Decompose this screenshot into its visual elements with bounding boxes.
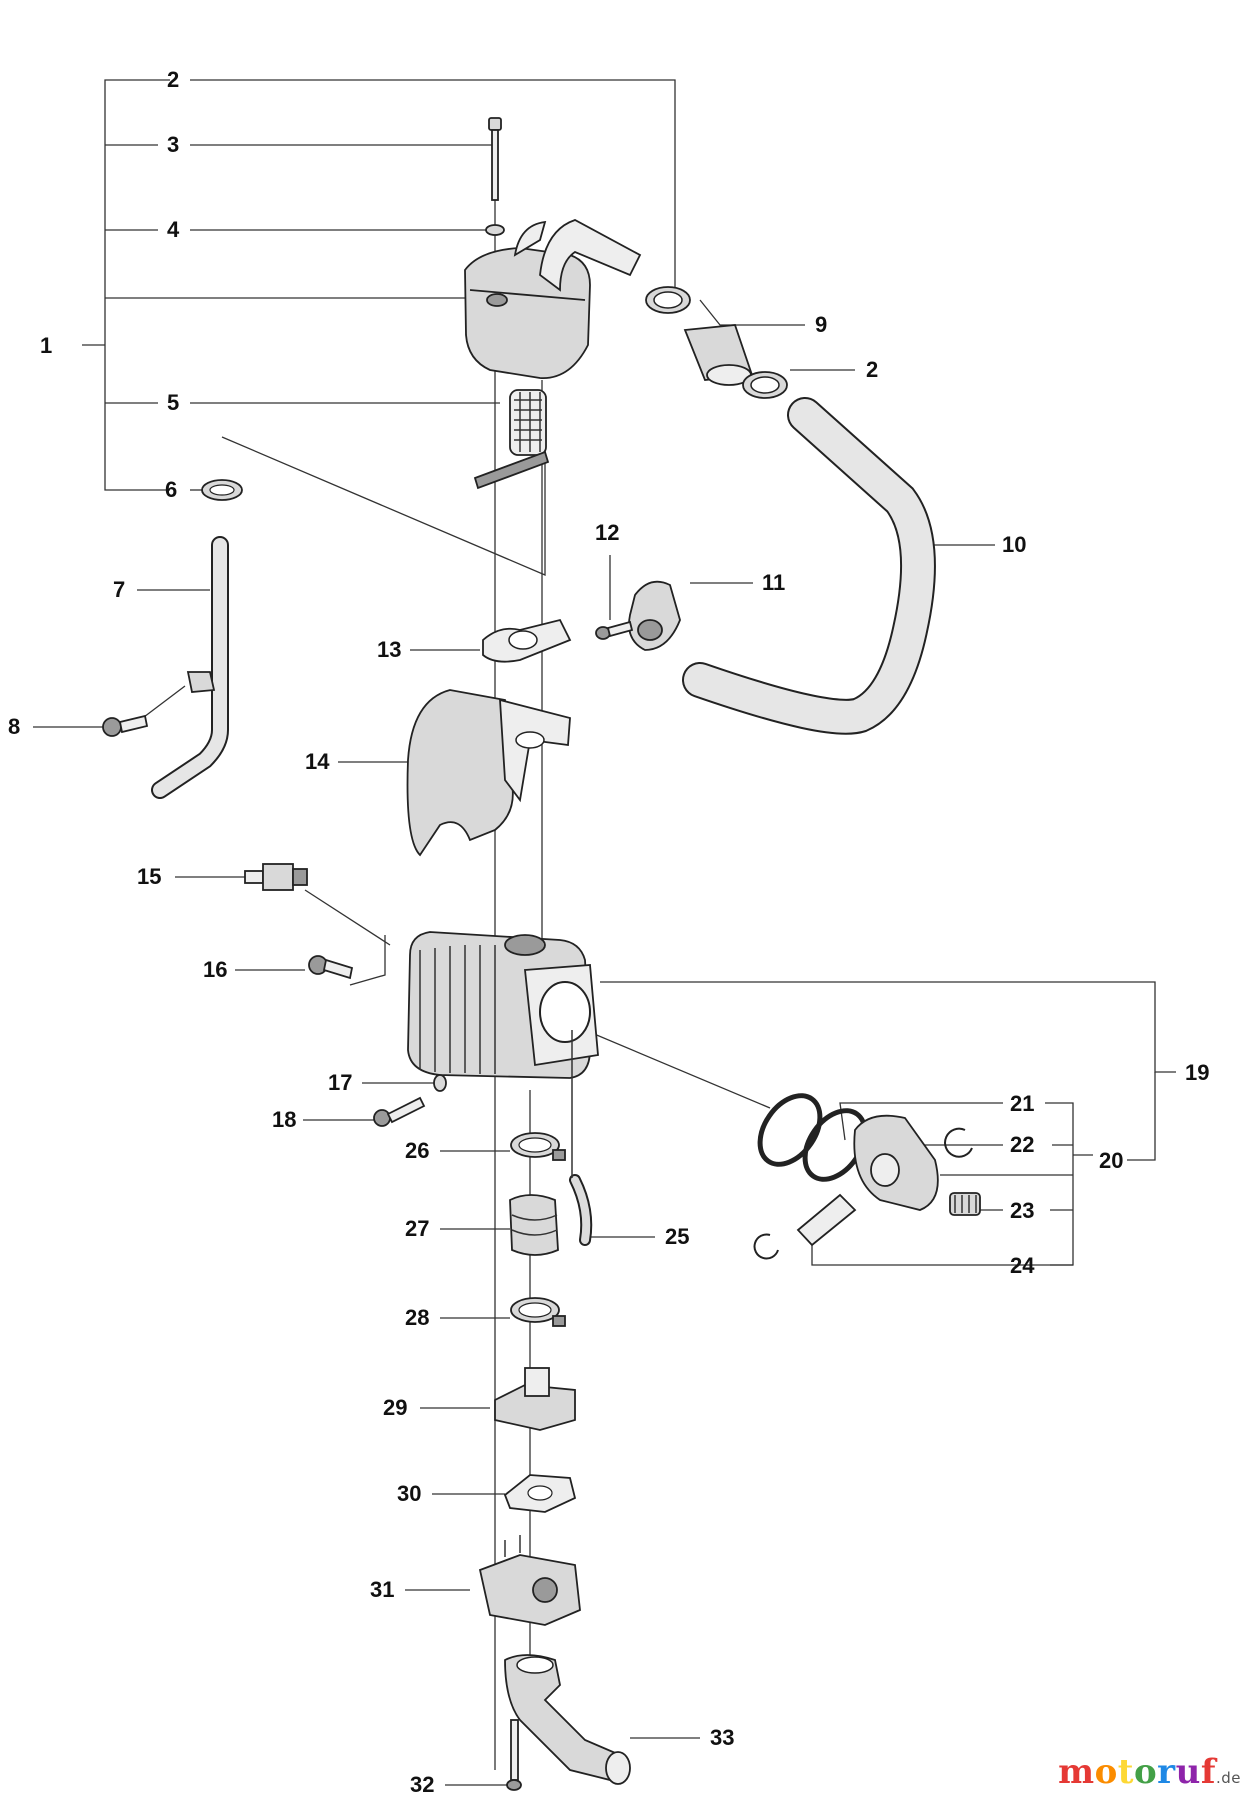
callout-13: 13: [377, 637, 401, 662]
part-3-bolt: [488, 117, 502, 201]
part-6-clamp: [201, 479, 243, 501]
part-14-heat-shield: [406, 689, 571, 857]
part-18-screw: [373, 1096, 426, 1127]
callout-2-top: 2: [167, 67, 179, 92]
part-22-circlip: [944, 1127, 973, 1158]
callout-16: 16: [203, 957, 227, 982]
logo-letter: u: [1175, 1752, 1201, 1792]
callout-21: 21: [1010, 1091, 1034, 1116]
callout-20: 20: [1099, 1148, 1123, 1173]
callout-9: 9: [815, 312, 827, 337]
part-2-clamp-lower: [742, 371, 788, 399]
callout-15: 15: [137, 864, 161, 889]
part-2-clamp-upper: [645, 286, 691, 314]
callout-10: 10: [1002, 532, 1026, 557]
callout-1: 1: [40, 333, 52, 358]
callout-29: 29: [383, 1395, 407, 1420]
callout-30: 30: [397, 1481, 421, 1506]
part-1-muffler: [464, 219, 642, 379]
callout-23: 23: [1010, 1198, 1034, 1223]
callout-28: 28: [405, 1305, 429, 1330]
part-5-screen: [473, 389, 550, 490]
part-23-needle-bearing: [949, 1192, 981, 1216]
callout-11: 11: [762, 570, 785, 595]
logo-letter: f: [1200, 1752, 1216, 1792]
callout-3: 3: [167, 132, 179, 157]
callout-22: 22: [1010, 1132, 1034, 1157]
callout-32: 32: [410, 1772, 434, 1797]
logo-letter: o: [1094, 1752, 1118, 1792]
part-15-spark-plug: [244, 863, 308, 891]
part-32-screw: [506, 1719, 522, 1791]
callout-24: 24: [1010, 1253, 1035, 1278]
callout-18: 18: [272, 1107, 296, 1132]
callout-33: 33: [710, 1725, 734, 1750]
part-16-screw: [308, 955, 354, 980]
callout-labels: 1 2 3 4 5 6 7 8 9 2 10 11 12 13 14 15 16…: [8, 67, 1209, 1797]
part-26-clamp: [510, 1132, 566, 1161]
part-8-screw: [102, 714, 149, 737]
part-25-hose: [569, 1030, 593, 1246]
logo-wordmark: motoruf: [1058, 1752, 1216, 1792]
part-12-screw: [595, 620, 634, 640]
callout-17: 17: [328, 1070, 352, 1095]
callout-7: 7: [113, 577, 125, 602]
callout-14: 14: [305, 749, 330, 774]
callout-8: 8: [8, 714, 20, 739]
logo-tld: .de: [1215, 1769, 1241, 1787]
callout-4: 4: [167, 217, 180, 242]
part-29-manifold: [494, 1367, 576, 1431]
logo-letter: r: [1157, 1752, 1176, 1792]
part-13-gasket: [482, 618, 572, 663]
callout-6: 6: [165, 477, 177, 502]
motoruf-logo: motoruf.de: [1058, 1752, 1241, 1792]
leader-lines: [33, 79, 1176, 1786]
logo-letter: m: [1058, 1752, 1095, 1792]
callout-5: 5: [167, 390, 179, 415]
callout-12: 12: [595, 520, 619, 545]
part-19-cylinder: [407, 931, 599, 1079]
callout-31: 31: [370, 1577, 394, 1602]
part-11-bracket: [628, 580, 681, 651]
callout-27: 27: [405, 1216, 429, 1241]
part-31-carburetor: [478, 1535, 581, 1626]
part-7-pipe: [151, 536, 229, 799]
callout-2-right: 2: [866, 357, 878, 382]
part-33-intake-elbow: [504, 1654, 631, 1785]
callout-25: 25: [665, 1224, 689, 1249]
logo-letter: t: [1117, 1752, 1134, 1792]
part-24-pin: [753, 1193, 857, 1260]
part-9-sleeve: [683, 324, 754, 386]
part-28-clamp: [510, 1297, 566, 1327]
part-4-washer: [485, 224, 505, 236]
part-10-handle-tube: [682, 397, 936, 735]
part-27-intake-boot: [509, 1194, 559, 1256]
part-30-gasket: [503, 1474, 577, 1513]
part-17-washer: [433, 1074, 447, 1092]
logo-letter: o: [1133, 1752, 1158, 1792]
callout-26: 26: [405, 1138, 429, 1163]
callout-19: 19: [1185, 1060, 1209, 1085]
part-20-piston: [853, 1114, 939, 1211]
